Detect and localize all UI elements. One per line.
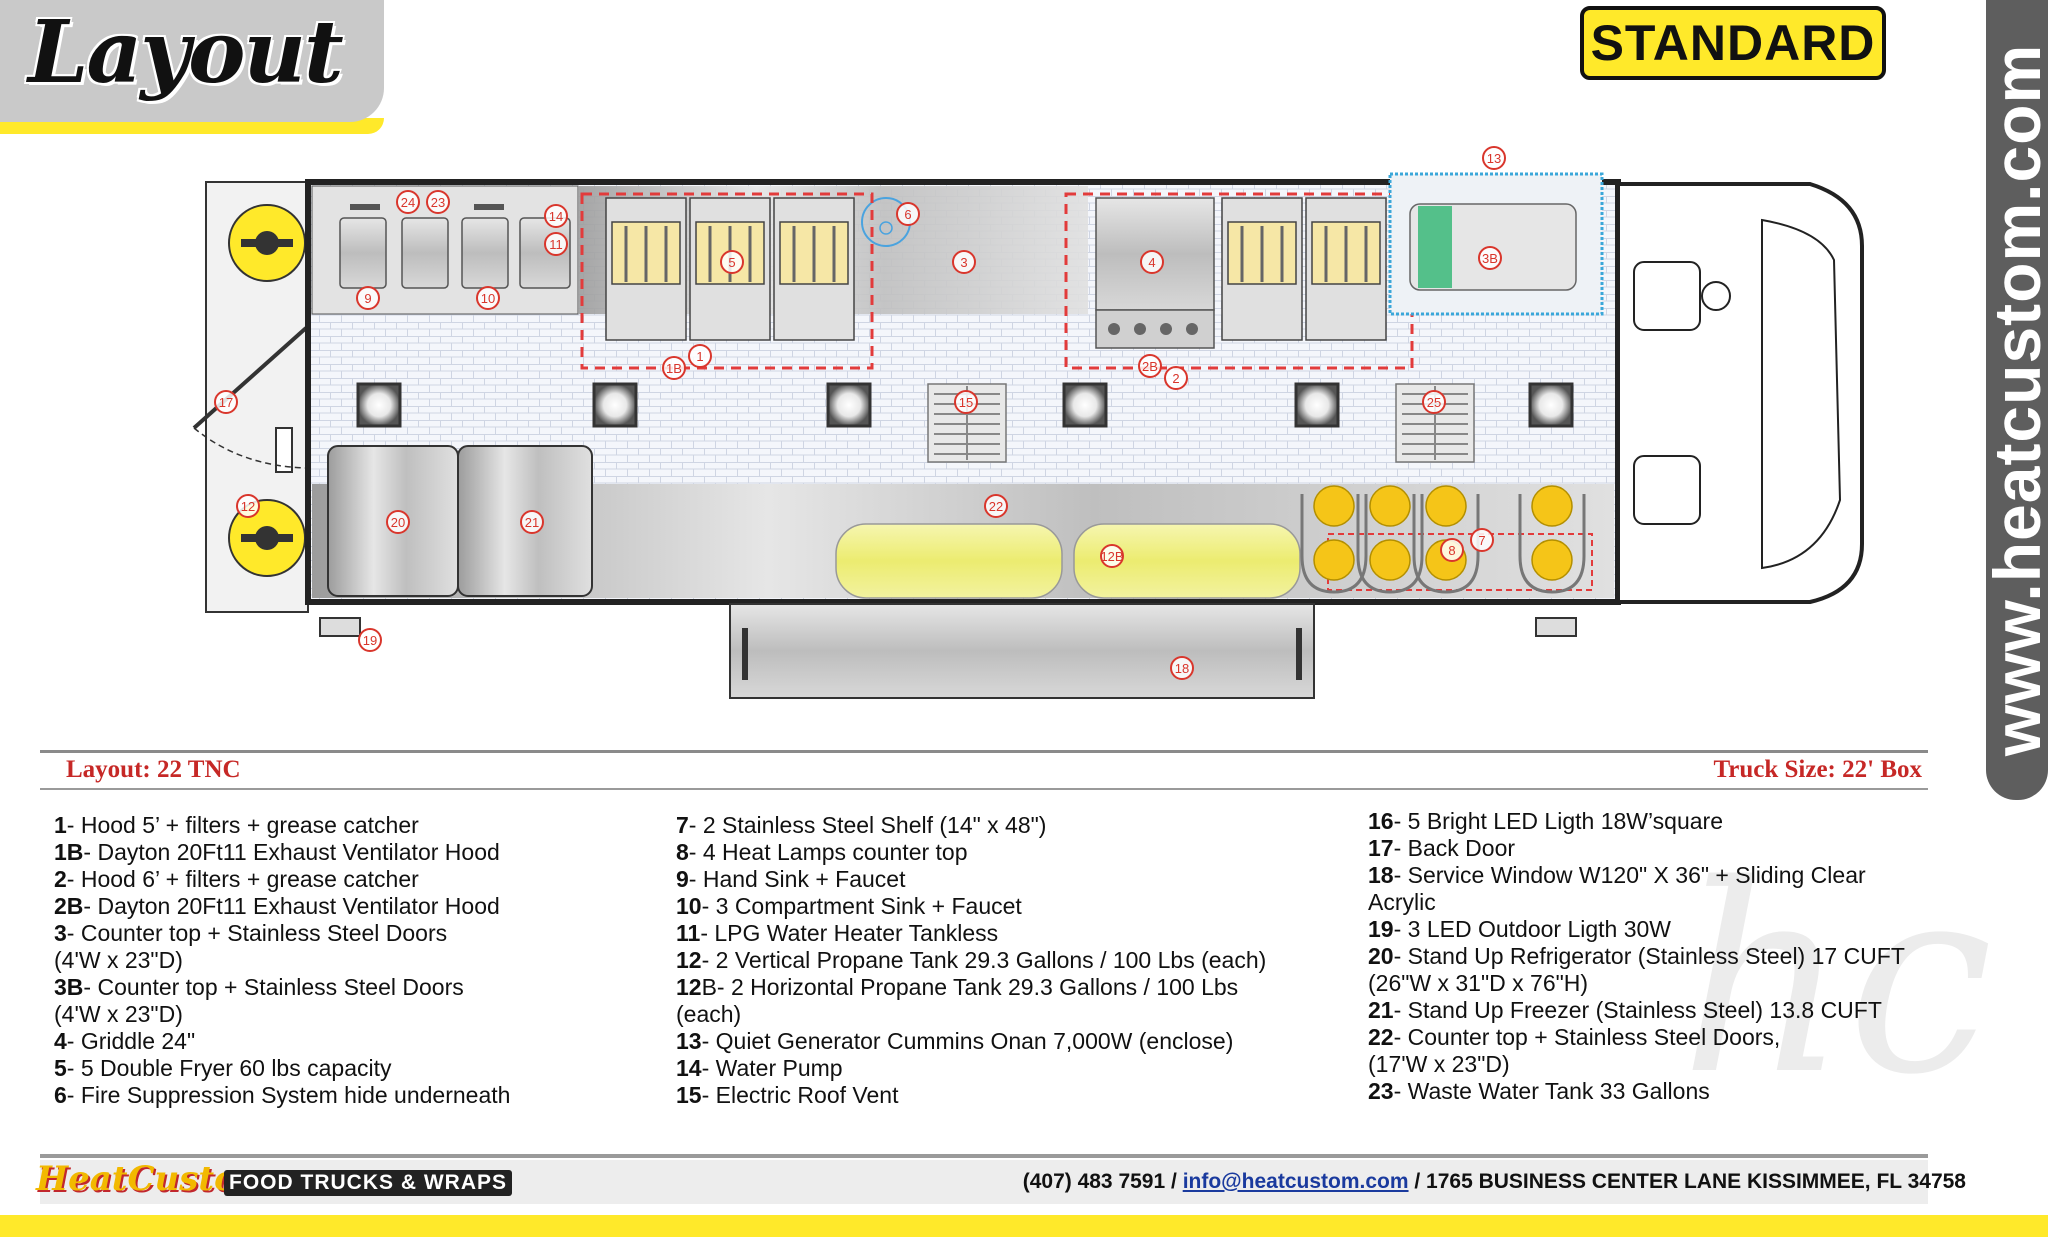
legend-item: 13- Quiet Generator Cummins Onan 7,000W …: [676, 1028, 1234, 1054]
outdoor-light: [1535, 617, 1577, 637]
sink-compartment: [401, 217, 449, 289]
address: 1765 BUSINESS CENTER LANE KISSIMMEE, FL …: [1426, 1170, 1966, 1193]
passenger-seat: [1633, 455, 1701, 525]
led-light: [1062, 382, 1108, 428]
legend-item: (each): [676, 1001, 742, 1027]
freezer: [457, 445, 593, 597]
legend-item: 7- 2 Stainless Steel Shelf (14" x 48"): [676, 812, 1047, 838]
side-bar: [1986, 0, 2048, 800]
divider-bottom: [40, 788, 1928, 790]
heat-lamp: [1425, 485, 1467, 527]
legend-item: Acrylic: [1368, 889, 1436, 915]
legend-column-3: 16- 5 Bright LED Ligth 18W’square 17- Ba…: [1368, 808, 1905, 1105]
page-title: Layout: [28, 2, 344, 103]
led-light: [592, 382, 638, 428]
legend-item: 15- Electric Roof Vent: [676, 1082, 899, 1108]
hand-sink: [339, 217, 387, 289]
brand-tagline: FOOD TRUCKS & WRAPS: [224, 1170, 512, 1196]
legend-item: 18- Service Window W120" X 36" + Sliding…: [1368, 862, 1866, 888]
truck-size: Truck Size: 22' Box: [1713, 756, 1922, 783]
refrigerator: [327, 445, 459, 597]
legend-item: (26"W x 31"D x 76"H): [1368, 970, 1589, 996]
legend-item: 3- Counter top + Stainless Steel Doors: [54, 920, 448, 946]
service-window: [729, 603, 1315, 699]
divider-top: [40, 750, 1928, 753]
legend-item: 10- 3 Compartment Sink + Faucet: [676, 893, 1022, 919]
legend-item: 19- 3 LED Outdoor Ligth 30W: [1368, 916, 1672, 942]
legend-item: 8- 4 Heat Lamps counter top: [676, 839, 968, 865]
legend-column-2: 7- 2 Stainless Steel Shelf (14" x 48") 8…: [676, 812, 1266, 1109]
outdoor-light: [319, 617, 361, 637]
led-light: [356, 382, 402, 428]
legend-item: 4- Griddle 24": [54, 1028, 196, 1054]
back-door: [192, 326, 308, 430]
legend-item: 14- Water Pump: [676, 1055, 843, 1081]
driver-seat: [1633, 261, 1701, 331]
legend-item: 5- 5 Double Fryer 60 lbs capacity: [54, 1055, 392, 1081]
legend-item: 1- Hood 5’ + filters + grease catcher: [54, 812, 419, 838]
horizontal-propane-tank: [835, 523, 1063, 599]
layout-name: Layout: 22 TNC: [66, 756, 241, 783]
watermark-logo: hc: [1680, 830, 1994, 1132]
sink-compartment: [461, 217, 509, 289]
griddle: [1095, 197, 1215, 311]
hood-5ft: [580, 192, 874, 370]
legend-item: 20- Stand Up Refrigerator (Stainless Ste…: [1368, 943, 1905, 969]
heat-lamp: [1531, 485, 1573, 527]
legend-item: 2- Hood 6’ + filters + grease catcher: [54, 866, 419, 892]
phone-number: (407) 483 7591: [1022, 1170, 1166, 1193]
legend-item: 23- Waste Water Tank 33 Gallons: [1368, 1078, 1710, 1104]
legend-item: (17'W x 23"D): [1368, 1051, 1510, 1077]
legend-item: 1B- Dayton 20Ft11 Exhaust Ventilator Hoo…: [54, 839, 500, 865]
standard-badge: STANDARD: [1580, 6, 1886, 80]
windshield: [1761, 218, 1842, 570]
legend-item: 22- Counter top + Stainless Steel Doors,: [1368, 1024, 1781, 1050]
footer-stripe: [0, 1215, 2048, 1237]
led-light: [1528, 382, 1574, 428]
legend-item: 17- Back Door: [1368, 835, 1516, 861]
legend-item: 12B- 2 Horizontal Propane Tank 29.3 Gall…: [676, 974, 1239, 1000]
legend-item: 9- Hand Sink + Faucet: [676, 866, 906, 892]
heat-lamp: [1369, 485, 1411, 527]
logo-stripe: [0, 118, 384, 134]
legend-item: 12- 2 Vertical Propane Tank 29.3 Gallons…: [676, 947, 1267, 973]
legend-item: 11- LPG Water Heater Tankless: [676, 920, 999, 946]
contact-line: (407) 483 7591 / info@heatcustom.com / 1…: [1022, 1170, 1966, 1193]
logo-tab: [0, 0, 384, 122]
legend-item: 3B- Counter top + Stainless Steel Doors: [54, 974, 464, 1000]
legend-column-1: 1- Hood 5’ + filters + grease catcher 1B…: [54, 812, 510, 1109]
steering-wheel: [1701, 281, 1731, 311]
roof-vent: [927, 383, 1007, 463]
heat-lamp: [1313, 485, 1355, 527]
legend-item: (4'W x 23"D): [54, 1001, 183, 1027]
roof-vent: [1395, 383, 1475, 463]
legend-item: 21- Stand Up Freezer (Stainless Steel) 1…: [1368, 997, 1882, 1023]
led-light: [1294, 382, 1340, 428]
water-heater: [519, 217, 571, 289]
led-light: [826, 382, 872, 428]
legend-item: (4'W x 23"D): [54, 947, 183, 973]
horizontal-propane-tank: [1073, 523, 1301, 599]
footer-rule: [40, 1154, 1928, 1158]
back-door-handle: [275, 427, 293, 473]
email-link[interactable]: info@heatcustom.com: [1182, 1170, 1409, 1193]
legend-item: 2B- Dayton 20Ft11 Exhaust Ventilator Hoo…: [54, 893, 500, 919]
legend-item: 6- Fire Suppression System hide undernea…: [54, 1082, 511, 1108]
legend-item: 16- 5 Bright LED Ligth 18W’square: [1368, 808, 1724, 834]
